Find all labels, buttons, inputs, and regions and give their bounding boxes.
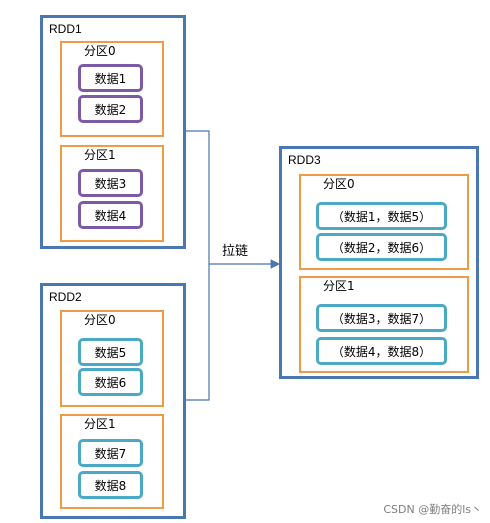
data-item: 数据4 [78, 201, 143, 229]
zip-operation-label: 拉链 [222, 244, 249, 259]
data-item: 数据7 [78, 439, 143, 467]
rdd2-partition-1: 分区1 数据7 数据8 [60, 414, 164, 509]
zipped-item: （数据1，数据5） [316, 202, 447, 230]
rdd3-box: RDD3 分区0 （数据1，数据5） （数据2，数据6） 分区1 （数据3，数据… [279, 146, 479, 379]
rdd3-partition-1: 分区1 （数据3，数据7） （数据4，数据8） [299, 276, 469, 373]
connector-rdd1 [185, 130, 210, 264]
rdd3-partition-0: 分区0 （数据1，数据5） （数据2，数据6） [299, 174, 469, 270]
partition-label: 分区0 [84, 44, 116, 58]
rdd1-box: RDD1 分区0 数据1 数据2 分区1 数据3 数据4 [40, 15, 186, 249]
watermark: CSDN @勤奋的ls丶 [383, 503, 482, 516]
connector-rdd2 [185, 264, 210, 401]
partition-label: 分区1 [323, 279, 355, 293]
rdd1-partition-1: 分区1 数据3 数据4 [60, 145, 164, 242]
data-item: 数据6 [78, 368, 143, 396]
rdd3-label: RDD3 [288, 153, 321, 167]
partition-label: 分区1 [84, 417, 116, 431]
data-item: 数据5 [78, 338, 143, 366]
data-item: 数据2 [78, 95, 143, 123]
zipped-item: （数据2，数据6） [316, 233, 447, 261]
partition-label: 分区0 [84, 313, 116, 327]
data-item: 数据3 [78, 169, 143, 197]
rdd1-label: RDD1 [49, 22, 82, 36]
data-item: 数据1 [78, 64, 143, 92]
rdd1-partition-0: 分区0 数据1 数据2 [60, 41, 164, 137]
rdd2-label: RDD2 [49, 290, 82, 304]
partition-label: 分区0 [323, 177, 355, 191]
rdd2-partition-0: 分区0 数据5 数据6 [60, 310, 164, 407]
zipped-item: （数据3，数据7） [316, 304, 447, 332]
data-item: 数据8 [78, 471, 143, 499]
rdd2-box: RDD2 分区0 数据5 数据6 分区1 数据7 数据8 [40, 283, 186, 519]
zipped-item: （数据4，数据8） [316, 337, 447, 365]
partition-label: 分区1 [84, 148, 116, 162]
